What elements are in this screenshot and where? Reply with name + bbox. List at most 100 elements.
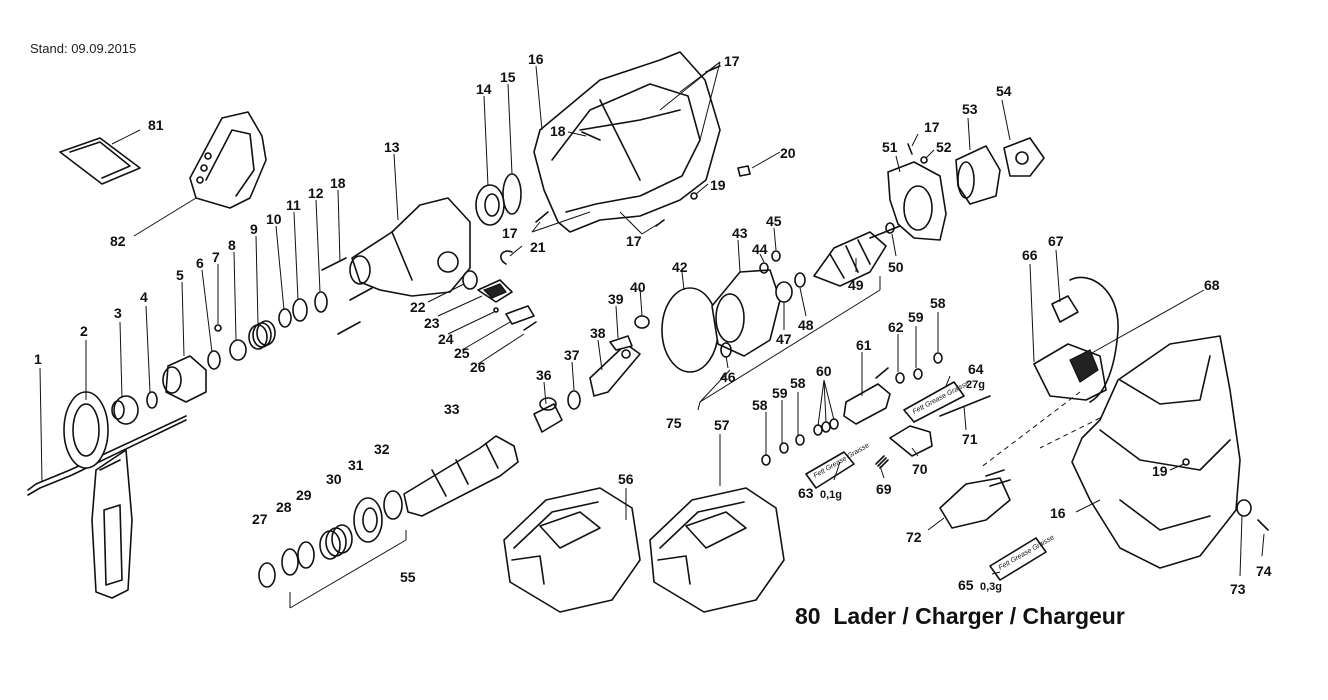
- callout-82: 82: [110, 233, 126, 249]
- part-33-spindle: [403, 435, 519, 517]
- callout-56: 56: [618, 471, 634, 487]
- callout-16-top: 16: [528, 51, 544, 67]
- part-19-nut: [690, 192, 698, 200]
- part-18-screw-a: [321, 257, 347, 271]
- callout-13: 13: [384, 139, 400, 155]
- callout-17-motor: 17: [924, 119, 940, 135]
- callout-47: 47: [776, 331, 792, 347]
- part-6-ring: [207, 350, 221, 370]
- callout-19-top: 19: [710, 177, 726, 193]
- callout-54: 54: [996, 83, 1012, 99]
- callout-67: 67: [1048, 233, 1064, 249]
- part-42-gasket: [661, 287, 719, 373]
- callout-15: 15: [500, 69, 516, 85]
- part-15-ring: [502, 173, 522, 215]
- callout-73: 73: [1230, 581, 1246, 597]
- callout-60: 60: [816, 363, 832, 379]
- alignment-line-a: [979, 391, 1081, 469]
- part-61-intermediate-shaft: [843, 367, 891, 425]
- callout-23: 23: [424, 315, 440, 331]
- callout-21: 21: [530, 239, 546, 255]
- part-53-magnet: [955, 145, 1001, 205]
- callout-14: 14: [476, 81, 492, 97]
- part-58-washer-c: [933, 352, 943, 364]
- callout-17-top: 17: [724, 53, 740, 69]
- part-17-screw-motor: [907, 143, 913, 155]
- callout-6: 6: [196, 255, 204, 271]
- callout-69: 69: [876, 481, 892, 497]
- part-21-clip: [500, 250, 513, 265]
- callout-71: 71: [962, 431, 978, 447]
- callout-55: 55: [400, 569, 416, 585]
- callout-50: 50: [888, 259, 904, 275]
- part-59-ring-b: [913, 368, 923, 380]
- callout-42: 42: [672, 259, 688, 275]
- part-23-switch-knob: [477, 279, 513, 303]
- callout-11: 11: [286, 197, 301, 213]
- part-43-bearing-plate: [711, 269, 781, 357]
- part-40-ring: [634, 315, 650, 329]
- part-39-pin: [609, 335, 633, 351]
- callout-61: 61: [856, 337, 872, 353]
- callout-4: 4: [140, 289, 148, 305]
- part-20-label: [737, 165, 751, 177]
- part-64-grease-tube: Fett Grease Graisse: [903, 380, 971, 423]
- part-32-ring: [383, 490, 403, 520]
- callout-29: 29: [296, 487, 312, 503]
- part-24-pin: [493, 307, 499, 313]
- callout-17-bottom: 17: [626, 233, 642, 249]
- callout-7: 7: [212, 249, 220, 265]
- callout-53: 53: [962, 101, 978, 117]
- callout-36: 36: [536, 367, 552, 383]
- alignment-line-b: [1039, 417, 1101, 449]
- part-50-ring: [885, 222, 895, 234]
- callout-20: 20: [780, 145, 796, 161]
- part-71-rod: [939, 395, 991, 417]
- part-62-ring: [895, 372, 905, 384]
- callout-81: 81: [148, 117, 164, 133]
- callout-51: 51: [882, 139, 898, 155]
- part-58-washer-a: [761, 454, 771, 466]
- part-66-switch: [1033, 343, 1107, 401]
- part-9-spring: [248, 320, 276, 350]
- callout-39: 39: [608, 291, 624, 307]
- callout-18-left: 18: [330, 175, 346, 191]
- part-26-screw: [523, 321, 537, 331]
- part-5-sleeve: [162, 355, 207, 403]
- callout-5: 5: [176, 267, 184, 283]
- callout-46: 46: [720, 369, 736, 385]
- charger-number: 80: [795, 603, 821, 629]
- part-28-ring: [281, 548, 299, 576]
- part-3-chuck-body: [111, 395, 139, 425]
- part-25-lever: [505, 305, 535, 325]
- part-82-belt-clip: [189, 111, 267, 209]
- callout-28: 28: [276, 499, 292, 515]
- callout-24: 24: [438, 331, 454, 347]
- callout-63: 63: [798, 485, 814, 501]
- part-8-ring: [229, 339, 247, 361]
- callout-59-a: 59: [772, 385, 788, 401]
- callout-8: 8: [228, 237, 236, 253]
- part-29-ring: [297, 541, 315, 569]
- callout-52: 52: [936, 139, 952, 155]
- part-65-grease-tube: Fett Grease Graisse: [989, 534, 1056, 581]
- part-11-ring: [292, 298, 308, 322]
- part-10-ring: [278, 308, 292, 328]
- part-7-ball: [214, 324, 222, 332]
- callout-45: 45: [766, 213, 782, 229]
- grease-63-amount: 0,1g: [820, 489, 842, 501]
- part-1-depth-rod: [27, 415, 187, 496]
- callout-58-b: 58: [790, 375, 806, 391]
- tube-65-label: Fett Grease Graisse: [998, 534, 1056, 572]
- part-45-ring: [771, 250, 781, 262]
- callout-57: 57: [714, 417, 730, 433]
- tube-63-label: Fett Grease Graisse: [813, 442, 871, 480]
- callout-58-a: 58: [752, 397, 768, 413]
- callout-62: 62: [888, 319, 904, 335]
- part-59-ring-a: [779, 442, 789, 454]
- callout-44: 44: [752, 241, 768, 257]
- part-67-clamp: [1051, 295, 1079, 323]
- callout-43: 43: [732, 225, 748, 241]
- callout-33: 33: [444, 401, 460, 417]
